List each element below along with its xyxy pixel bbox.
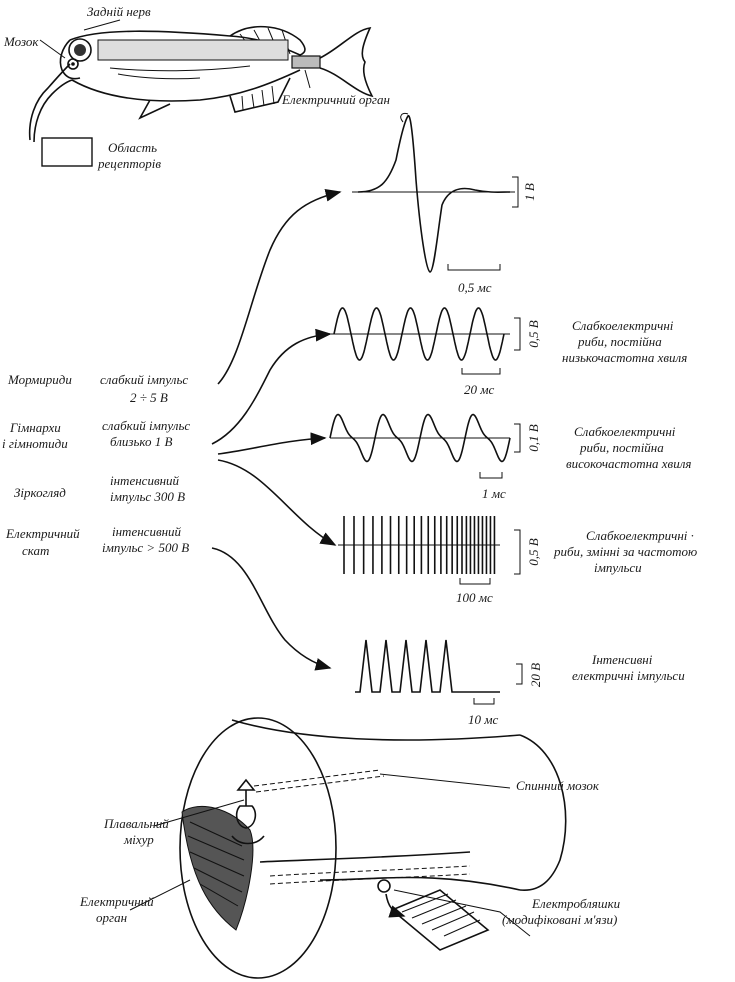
group-1-impulse-2: 2 ÷ 5 В <box>130 390 168 405</box>
group-4-name-1: Електричний <box>5 526 80 541</box>
signal-4-time-bar <box>460 578 490 584</box>
signal-1-waveform <box>352 113 515 272</box>
signal-3-waveform <box>330 415 510 462</box>
signal-3-desc-1: Слабкоелектричні <box>574 424 676 439</box>
legend-label-2: рецепторів <box>97 156 161 171</box>
group-4-impulse-1: інтенсивний <box>112 524 182 539</box>
arrow-stargazer <box>218 460 335 545</box>
label-swim-bladder-1: Плавальний <box>103 816 169 831</box>
group-3-impulse-2: імпульс 300 В <box>110 489 185 504</box>
signal-4-desc-2: риби, змінні за частотою <box>553 544 697 559</box>
signal-4-desc-1: Слабкоелектричні · <box>586 528 694 543</box>
signal-4-desc-3: імпульси <box>594 560 642 575</box>
spinal-cord <box>254 770 380 786</box>
anatomy-illustration <box>130 718 566 978</box>
signal-1-time-bar <box>448 264 500 270</box>
electric-organ <box>292 56 320 68</box>
connector-arrows <box>212 192 340 668</box>
signal-2-desc-1: Слабкоелектричні <box>572 318 674 333</box>
label-spinal-cord: Спинний мозок <box>516 778 600 793</box>
signal-2-waveform <box>330 308 510 360</box>
arrow-electric-ray <box>212 548 330 668</box>
signal-2-scale-bar <box>514 318 520 350</box>
signal-4-waveform <box>338 516 500 574</box>
signal-1-time: 0,5 мс <box>458 280 492 295</box>
group-2-impulse-2: близько 1 В <box>110 434 172 449</box>
fish-illustration <box>30 20 372 142</box>
group-3-impulse-1: інтенсивний <box>110 473 180 488</box>
signal-3-desc-3: високочастотна хвиля <box>566 456 691 471</box>
cylinder-back <box>520 735 566 890</box>
group-3-name: Зіркогляд <box>14 485 66 500</box>
group-1-name: Мормириди <box>7 372 72 387</box>
arrow-gymnotid-high <box>218 438 325 454</box>
signal-5-desc-2: електричні імпульси <box>572 668 685 683</box>
label-swim-bladder-2: міхур <box>123 832 154 847</box>
signal-2-desc-2: риби, постійна <box>577 334 662 349</box>
arrow-mormyrid <box>218 192 340 384</box>
label-electric-organ-2: орган <box>96 910 127 925</box>
electroplax-detail-point <box>378 880 390 892</box>
signal-3-time: 1 мс <box>482 486 506 501</box>
label-electroplax-1: Електробляшки <box>531 896 621 911</box>
signal-2-time: 20 мс <box>464 382 495 397</box>
signal-5-waveform <box>355 640 500 692</box>
group-1-impulse-1: слабкий імпульс <box>100 372 188 387</box>
signal-5-scale-bar <box>516 664 522 684</box>
group-2-impulse-1: слабкий імпульс <box>102 418 190 433</box>
group-4-impulse-2: імпульс > 500 В <box>102 540 189 555</box>
signal-3-desc-2: риби, постійна <box>579 440 664 455</box>
legend-swatch <box>42 138 92 166</box>
signal-4-scale-bar <box>514 530 520 574</box>
group-4-name-2: скат <box>22 543 49 558</box>
group-2-name-1: Гімнархи <box>9 420 61 435</box>
signal-2-scale: 0,5 В <box>526 320 541 348</box>
arrow-gymnarchus-low <box>212 334 330 444</box>
signal-2-time-bar <box>462 368 500 374</box>
signal-1-scale: 1 В <box>522 183 537 201</box>
signal-3-time-bar <box>480 472 502 478</box>
signal-3-scale-bar <box>514 424 520 452</box>
label-electroplax-2: (модифіковані м'язи) <box>502 912 617 927</box>
receptor-region <box>98 40 288 60</box>
anal-fin <box>230 78 290 112</box>
signal-5-desc-1: Інтенсивні <box>591 652 653 667</box>
label-rear-nerve: Задній нерв <box>87 4 151 19</box>
signal-5-time-bar <box>474 698 494 704</box>
fish-tail <box>320 28 372 96</box>
signal-2-desc-3: низькочастотна хвиля <box>562 350 687 365</box>
fish-body-lower <box>72 70 300 101</box>
group-2-name-2: і гімнотиди <box>2 436 68 451</box>
electric-organ-section <box>182 806 253 930</box>
signal-3-scale: 0,1 В <box>526 424 541 452</box>
signal-5-scale: 20 В <box>528 663 543 687</box>
signal-4-scale: 0,5 В <box>526 538 541 566</box>
signal-5-time: 10 мс <box>468 712 499 727</box>
label-electric-organ: Електричний орган <box>281 92 390 107</box>
legend-label-1: Область <box>108 140 157 155</box>
label-electric-organ-1: Електричний <box>79 894 154 909</box>
electroplax-block <box>392 890 488 950</box>
swim-bladder <box>237 806 256 828</box>
label-brain: Мозок <box>3 34 39 49</box>
signal-4-time: 100 мс <box>456 590 493 605</box>
